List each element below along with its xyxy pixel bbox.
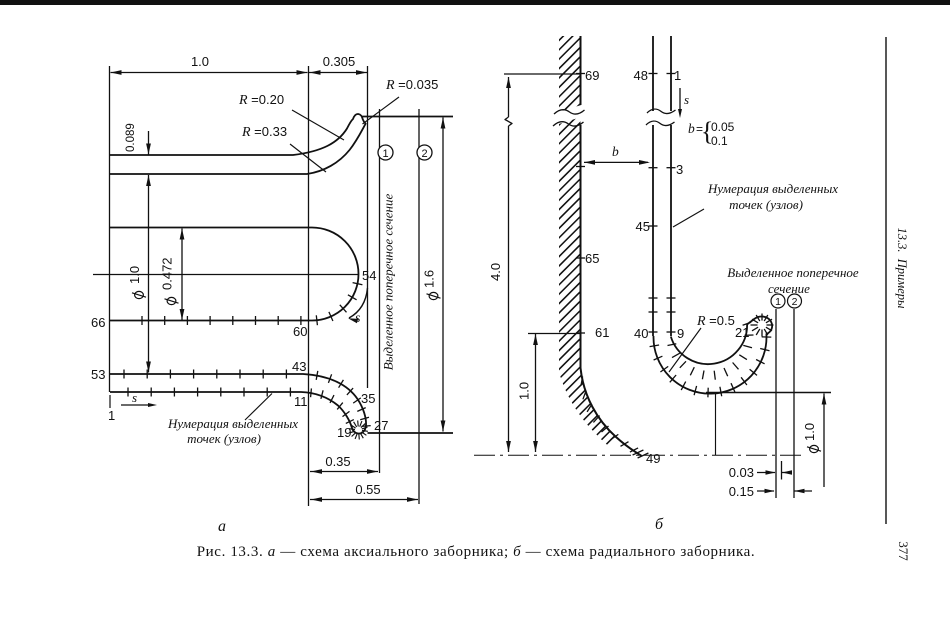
svg-text:1: 1 bbox=[674, 68, 681, 83]
svg-text:21: 21 bbox=[735, 325, 749, 340]
svg-text:53: 53 bbox=[91, 367, 105, 382]
svg-text:Выделенное поперечное сечение: Выделенное поперечное сечение bbox=[381, 194, 396, 371]
svg-text:0.1: 0.1 bbox=[711, 134, 728, 148]
svg-text:43: 43 bbox=[292, 359, 306, 374]
svg-text:35: 35 bbox=[361, 391, 375, 406]
svg-text:Нумерация выделенных: Нумерация выделенных bbox=[167, 416, 298, 431]
svg-text:2: 2 bbox=[421, 148, 427, 160]
svg-text:69: 69 bbox=[585, 68, 599, 83]
svg-text:65: 65 bbox=[585, 251, 599, 266]
svg-text:1: 1 bbox=[108, 408, 115, 423]
svg-text:b: b bbox=[688, 121, 695, 136]
svg-text:R =0.5: R =0.5 bbox=[696, 313, 735, 329]
svg-text:2: 2 bbox=[792, 296, 798, 308]
svg-text:45: 45 bbox=[636, 219, 650, 234]
svg-text:1: 1 bbox=[775, 296, 781, 308]
svg-text:точек (узлов): точек (узлов) bbox=[729, 197, 803, 212]
svg-text:27: 27 bbox=[374, 418, 388, 433]
svg-text:0.305: 0.305 bbox=[323, 54, 356, 69]
svg-text:0.089: 0.089 bbox=[125, 123, 137, 152]
svg-text:0.03: 0.03 bbox=[729, 465, 754, 480]
svg-text:40: 40 bbox=[634, 326, 648, 341]
svg-text:1.0: 1.0 bbox=[517, 382, 532, 400]
svg-text:61: 61 bbox=[595, 325, 609, 340]
svg-text:0.35: 0.35 bbox=[325, 454, 350, 469]
svg-text:49: 49 bbox=[646, 451, 660, 466]
svg-text:s: s bbox=[132, 390, 137, 405]
svg-text:377: 377 bbox=[896, 541, 911, 561]
svg-text:0.55: 0.55 bbox=[355, 482, 380, 497]
svg-text:точек (узлов): точек (узлов) bbox=[187, 431, 261, 446]
svg-text:а: а bbox=[218, 518, 226, 535]
svg-text:66: 66 bbox=[91, 315, 105, 330]
svg-text:13.3. Примеры: 13.3. Примеры bbox=[895, 227, 909, 309]
svg-text:4.0: 4.0 bbox=[488, 263, 503, 281]
svg-text:1.0: 1.0 bbox=[127, 266, 142, 284]
svg-text:s: s bbox=[684, 92, 689, 107]
svg-text:0.15: 0.15 bbox=[729, 484, 754, 499]
svg-text:9: 9 bbox=[677, 326, 684, 341]
svg-text:Нумерация выделенных: Нумерация выделенных bbox=[707, 181, 838, 196]
svg-text:R =0.035: R =0.035 bbox=[385, 77, 438, 93]
svg-text:1: 1 bbox=[382, 148, 388, 160]
svg-text:R =0.33: R =0.33 bbox=[241, 124, 287, 140]
svg-text:b: b bbox=[612, 144, 619, 159]
svg-text:R =0.20: R =0.20 bbox=[238, 92, 284, 108]
svg-text:0.05: 0.05 bbox=[711, 120, 735, 134]
svg-text:1.6: 1.6 bbox=[422, 270, 437, 288]
svg-text:Рис. 13.3. а — схема аксиально: Рис. 13.3. а — схема аксиального заборни… bbox=[197, 544, 756, 560]
svg-text:19: 19 bbox=[337, 425, 351, 440]
svg-text:60: 60 bbox=[293, 324, 307, 339]
svg-text:0.472: 0.472 bbox=[160, 257, 175, 290]
svg-text:Выделенное поперечное: Выделенное поперечное bbox=[727, 265, 859, 280]
svg-text:б: б bbox=[655, 516, 664, 533]
svg-text:11: 11 bbox=[294, 394, 308, 409]
svg-text:54: 54 bbox=[362, 268, 376, 283]
svg-text:1.0: 1.0 bbox=[191, 54, 209, 69]
svg-text:1.0: 1.0 bbox=[802, 423, 817, 441]
svg-text:сечение: сечение bbox=[768, 281, 810, 296]
svg-text:48: 48 bbox=[634, 68, 648, 83]
svg-text:3: 3 bbox=[676, 162, 683, 177]
svg-text:s: s bbox=[355, 311, 361, 326]
